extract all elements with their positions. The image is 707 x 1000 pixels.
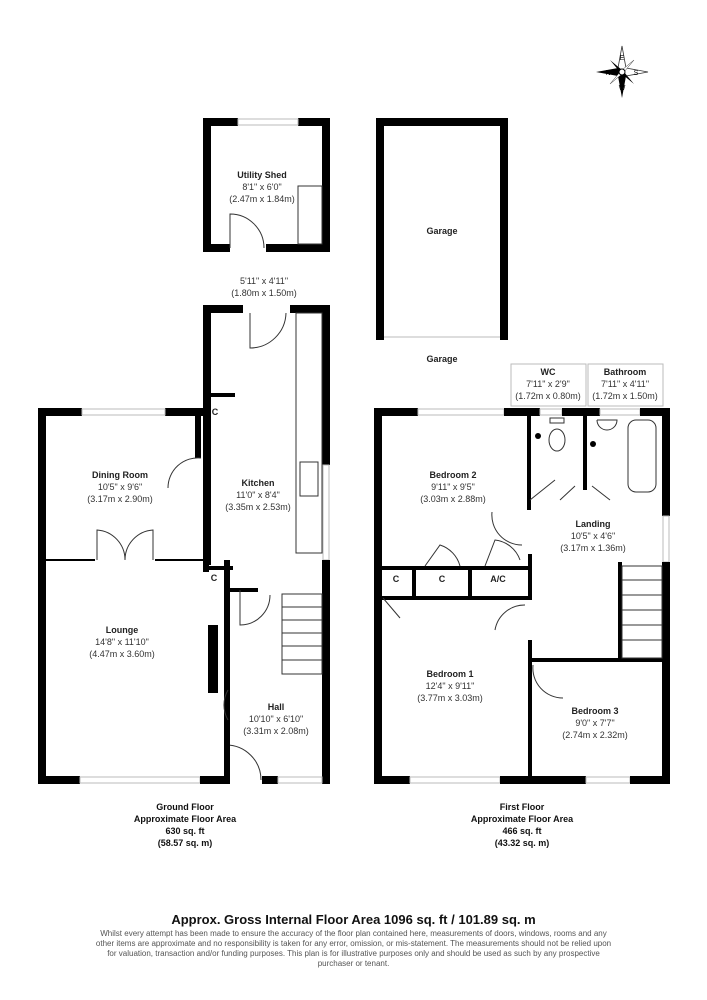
room-dimensions-metric: (3.17m x 2.90m): [87, 494, 153, 504]
floor-title: First Floor: [500, 802, 545, 812]
cupboard-label: C: [212, 407, 219, 417]
room-lounge: Lounge 14'8" x 11'10" (4.47m x 3.60m): [89, 625, 155, 659]
room-utility-shed: Utility Shed 8'1" x 6'0" (2.47m x 1.84m): [229, 170, 295, 204]
room-dimensions-metric: (1.72m x 1.50m): [592, 391, 658, 401]
room-dimensions-imperial: 12'4" x 9'11": [426, 681, 475, 691]
room-dimensions-metric: (3.35m x 2.53m): [225, 502, 291, 512]
room-name: Landing: [576, 519, 611, 529]
room-dimensions-imperial: 10'5" x 4'6": [571, 531, 615, 541]
compass-s: S: [634, 70, 639, 77]
room-hall: Hall 10'10" x 6'10" (3.31m x 2.08m): [243, 702, 309, 736]
room-dimensions-imperial: 7'11" x 2'9": [526, 379, 570, 389]
room-dimensions-metric: (3.03m x 2.88m): [420, 494, 486, 504]
first-floor-walls: [374, 408, 670, 784]
room-bedroom-3: Bedroom 3 9'0" x 7'7" (2.74m x 2.32m): [562, 706, 628, 740]
utility-shed-walls: [203, 118, 330, 252]
room-dining-room: Dining Room 10'5" x 9'6" (3.17m x 2.90m): [87, 470, 153, 504]
room-dimensions-metric: (3.77m x 3.03m): [417, 693, 483, 703]
room-wc: WC 7'11" x 2'9" (1.72m x 0.80m): [510, 363, 587, 407]
room-name: Bathroom: [604, 367, 647, 377]
room-name: Hall: [268, 702, 285, 712]
cupboard-label: C: [439, 574, 446, 584]
room-dimensions-metric: (1.72m x 0.80m): [515, 391, 581, 401]
cupboard-label: C: [211, 573, 218, 583]
room-name: Lounge: [106, 625, 139, 635]
room-name: Garage: [426, 226, 457, 236]
room-dimensions-metric: (2.74m x 2.32m): [562, 730, 628, 740]
room-dimensions-imperial: 14'8" x 11'10": [95, 637, 149, 647]
ground-floor-summary: Ground Floor Approximate Floor Area 630 …: [134, 802, 237, 848]
footer: Approx. Gross Internal Floor Area 1096 s…: [0, 912, 707, 969]
floor-area-sqft: 466 sq. ft: [502, 826, 541, 836]
room-bedroom-2: Bedroom 2 9'11" x 9'5" (3.03m x 2.88m): [420, 470, 486, 504]
room-name: Utility Shed: [237, 170, 287, 180]
room-dimensions-metric: (4.47m x 3.60m): [89, 649, 155, 659]
ground-floor-walls: [38, 305, 330, 784]
compass-icon: N E S W: [596, 45, 649, 98]
floor-area-sqm: (43.32 sq. m): [495, 838, 550, 848]
room-dimensions-imperial: 9'11" x 9'5": [431, 482, 475, 492]
room-kitchen: Kitchen 11'0" x 8'4" (3.35m x 2.53m): [225, 478, 291, 512]
room-bathroom: Bathroom 7'11" x 4'11" (1.72m x 1.50m): [587, 363, 664, 407]
room-name: Dining Room: [92, 470, 148, 480]
compass-n: N: [605, 70, 610, 77]
room-name: Bedroom 2: [429, 470, 476, 480]
room-name: Bedroom 3: [571, 706, 618, 716]
floor-area-sqm: (58.57 sq. m): [158, 838, 213, 848]
outside-area: 5'11" x 4'11" (1.80m x 1.50m): [231, 276, 297, 298]
floor-area-sqft: 630 sq. ft: [165, 826, 204, 836]
disclaimer: Whilst every attempt has been made to en…: [95, 929, 612, 968]
area-dimensions-imperial: 5'11" x 4'11": [240, 276, 288, 286]
room-dimensions-imperial: 10'10" x 6'10": [249, 714, 303, 724]
room-dimensions-metric: (3.31m x 2.08m): [243, 726, 309, 736]
area-dimensions-metric: (1.80m x 1.50m): [231, 288, 297, 298]
room-name: Bedroom 1: [426, 669, 473, 679]
room-dimensions-imperial: 10'5" x 9'6": [98, 482, 142, 492]
room-dimensions-imperial: 8'1" x 6'0": [242, 182, 281, 192]
gross-floor-area: Approx. Gross Internal Floor Area 1096 s…: [171, 912, 536, 927]
compass-w: W: [619, 85, 626, 92]
cupboard-label: C: [393, 574, 400, 584]
room-dimensions-metric: (3.17m x 1.36m): [560, 543, 626, 553]
garage-door-label: Garage: [426, 354, 457, 364]
room-landing: Landing 10'5" x 4'6" (3.17m x 1.36m): [560, 519, 626, 553]
room-bedroom-1: Bedroom 1 12'4" x 9'11" (3.77m x 3.03m): [417, 669, 483, 703]
room-dimensions-imperial: 7'11" x 4'11": [601, 379, 649, 389]
garage-walls: [376, 118, 508, 340]
floor-subtitle: Approximate Floor Area: [134, 814, 237, 824]
room-dimensions-imperial: 9'0" x 7'7": [575, 718, 614, 728]
airing-cupboard-label: A/C: [490, 574, 506, 584]
room-name: Kitchen: [241, 478, 274, 488]
floor-subtitle: Approximate Floor Area: [471, 814, 574, 824]
room-garage: Garage Garage: [426, 226, 457, 364]
first-floor-summary: First Floor Approximate Floor Area 466 s…: [471, 802, 574, 848]
room-dimensions-imperial: 11'0" x 8'4": [236, 490, 280, 500]
room-dimensions-metric: (2.47m x 1.84m): [229, 194, 295, 204]
floor-title: Ground Floor: [156, 802, 214, 812]
compass-e: E: [620, 55, 625, 62]
room-name: WC: [541, 367, 556, 377]
